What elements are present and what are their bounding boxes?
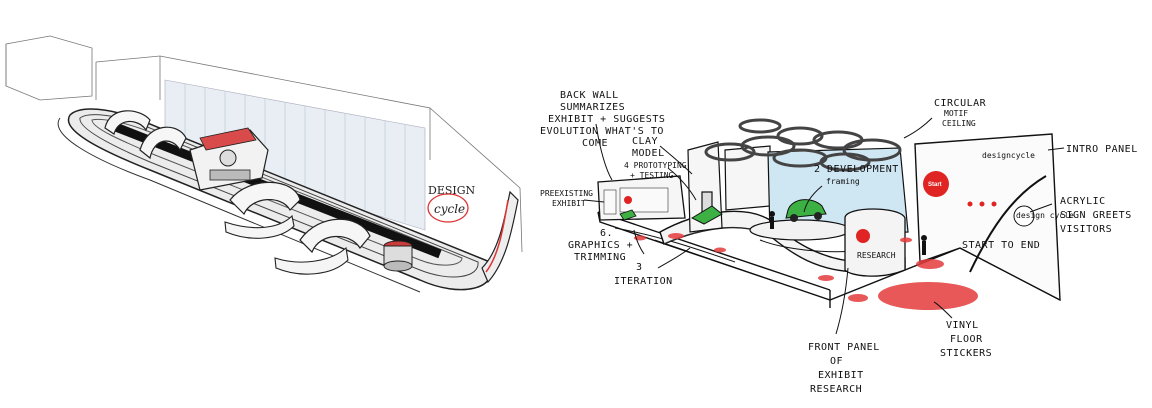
svg-text:CIRCULAR: CIRCULAR <box>934 98 987 109</box>
building-outline <box>5 35 523 253</box>
annotation-development: 2 DEVELOPMENT framing <box>814 164 899 186</box>
visitor-figures <box>769 211 927 255</box>
svg-text:STICKERS: STICKERS <box>940 348 992 359</box>
svg-text:EXHIBIT: EXHIBIT <box>818 370 864 381</box>
svg-text:ACRYLIC: ACRYLIC <box>1060 196 1106 207</box>
green-model-cars <box>619 199 827 225</box>
svg-text:cycle: cycle <box>434 202 465 216</box>
annotation-graphics: 6. GRAPHICS + TRIMMING <box>568 228 633 263</box>
svg-text:BACK WALL: BACK WALL <box>560 90 619 101</box>
svg-text:COME: COME <box>582 138 608 149</box>
end-curved-panel <box>481 190 519 284</box>
annotation-prototyping: 4 PROTOTYPING + TESTING <box>624 161 687 180</box>
svg-text:RESEARCH: RESEARCH <box>810 384 862 395</box>
svg-text:CLAY: CLAY <box>632 136 658 147</box>
svg-text:ITERATION: ITERATION <box>614 276 673 287</box>
svg-text:+ TESTING: + TESTING <box>630 171 674 180</box>
annotation-front-panel: FRONT PANEL OF EXHIBIT RESEARCH <box>808 342 880 395</box>
central-station <box>189 127 269 191</box>
design-cycle-logo: DESIGN cycle <box>427 184 476 223</box>
svg-text:DESIGN: DESIGN <box>428 184 476 197</box>
research-kiosk: RESEARCH <box>844 208 906 277</box>
annotation-leader-lines <box>583 117 1065 335</box>
svg-text:SUMMARIZES: SUMMARIZES <box>560 102 625 113</box>
svg-text:START TO END: START TO END <box>962 240 1040 251</box>
svg-text:3: 3 <box>636 262 643 273</box>
right-sketch-exhibit-plan: RESEARCH Start designcycle design cycle <box>540 90 1138 395</box>
svg-text:SIGN GREETS: SIGN GREETS <box>1060 210 1132 221</box>
svg-text:FLOOR: FLOOR <box>950 334 983 345</box>
svg-text:OF: OF <box>830 356 843 367</box>
annotation-acrylic-sign: ACRYLIC SIGN GREETS VISITORS <box>1060 196 1132 235</box>
svg-text:VISITORS: VISITORS <box>1060 224 1112 235</box>
annotation-back-wall: BACK WALL SUMMARIZES EXHIBIT + SUGGESTS … <box>540 90 665 149</box>
svg-text:FRONT PANEL: FRONT PANEL <box>808 342 880 353</box>
svg-text:design cycle: design cycle <box>1016 211 1074 220</box>
svg-text:4 PROTOTYPING: 4 PROTOTYPING <box>624 161 687 170</box>
svg-text:EXHIBIT + SUGGESTS: EXHIBIT + SUGGESTS <box>548 114 665 125</box>
drum-pedestal <box>383 240 413 272</box>
vinyl-floor-stickers <box>634 233 978 310</box>
svg-text:CEILING: CEILING <box>942 119 976 128</box>
annotation-intro-panel: INTRO PANEL <box>1066 144 1138 155</box>
circular-motif-ceiling <box>704 118 902 172</box>
svg-text:RESEARCH: RESEARCH <box>857 251 896 260</box>
annotation-clay-model: CLAY MODEL <box>632 136 665 159</box>
svg-text:MODEL: MODEL <box>632 148 665 159</box>
svg-text:EVOLUTION WHAT'S TO: EVOLUTION WHAT'S TO <box>540 126 664 137</box>
intro-panel-wall: Start designcycle design cycle <box>914 133 1074 302</box>
annotation-start-to-end: START TO END <box>962 240 1040 251</box>
svg-text:TRIMMING: TRIMMING <box>574 252 626 263</box>
svg-text:framing: framing <box>826 177 860 186</box>
back-wall <box>597 175 686 221</box>
svg-text:GRAPHICS +: GRAPHICS + <box>568 240 633 251</box>
svg-text:Start: Start <box>928 182 942 188</box>
svg-text:designcycle: designcycle <box>982 151 1035 160</box>
svg-text:2 DEVELOPMENT: 2 DEVELOPMENT <box>814 164 899 175</box>
left-sketch-exhibit-perspective: DESIGN cycle <box>5 35 523 293</box>
arches <box>104 110 371 254</box>
svg-text:EXHIBIT: EXHIBIT <box>552 199 586 208</box>
svg-text:INTRO PANEL: INTRO PANEL <box>1066 144 1138 155</box>
curved-panels <box>224 214 349 275</box>
annotation-circular-ceiling: CIRCULAR MOTIF CEILING <box>934 98 987 128</box>
svg-text:VINYL: VINYL <box>946 320 979 331</box>
svg-text:PREEXISTING: PREEXISTING <box>540 189 593 198</box>
annotation-vinyl-stickers: VINYL FLOOR STICKERS <box>940 320 992 359</box>
svg-text:MOTIF: MOTIF <box>944 109 968 118</box>
svg-text:6.: 6. <box>600 228 613 239</box>
annotation-preexisting: PREEXISTING EXHIBIT <box>540 189 593 208</box>
annotation-iteration: 3 ITERATION <box>614 262 673 287</box>
